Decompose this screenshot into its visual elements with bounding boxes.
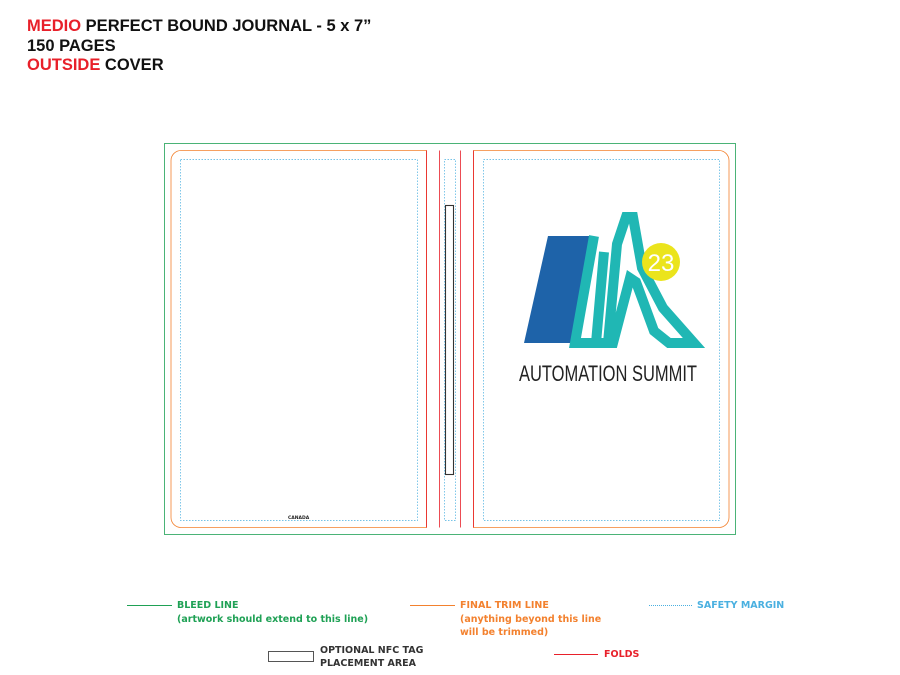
safety-legend-title: SAFETY MARGIN — [697, 600, 785, 611]
logo-title: AUTOMATION SUMMIT — [519, 361, 697, 386]
folds-legend-title: FOLDS — [604, 649, 640, 660]
spec-title: MEDIO PERFECT BOUND JOURNAL - 5 x 7” — [27, 17, 371, 36]
nfc-legend-line-2: PLACEMENT AREA — [320, 658, 417, 669]
safety-margin-front — [483, 159, 720, 521]
cover-side: OUTSIDE COVER — [27, 56, 164, 75]
product-name: PERFECT BOUND JOURNAL - 5 x 7” — [81, 17, 372, 35]
cover-side-rest: COVER — [100, 56, 164, 74]
page-count: 150 PAGES — [27, 37, 116, 55]
trim-legend-note-2: will be trimmed) — [460, 627, 549, 638]
bleed-legend-title: BLEED LINE — [177, 600, 239, 611]
safety-margin-back — [180, 159, 418, 521]
logo-blue-bar — [524, 236, 590, 343]
nfc-swatch — [268, 651, 314, 662]
safety-swatch — [649, 605, 692, 606]
trim-legend-title: FINAL TRIM LINE — [460, 600, 549, 611]
nfc-placement-area — [444, 204, 455, 476]
size-name: MEDIO — [27, 17, 82, 35]
logo-teal-mountain — [569, 212, 706, 348]
trim-legend-note-1: (anything beyond this line — [460, 614, 602, 625]
trim-line-front — [473, 150, 730, 528]
bleed-legend-note: (artwork should extend to this line) — [177, 614, 369, 625]
bleed-swatch — [127, 605, 172, 606]
trim-line-back — [170, 150, 427, 528]
nfc-legend-line-1: OPTIONAL NFC TAG — [320, 645, 424, 656]
automation-summit-logo: 23 AUTOMATION SUMMIT — [519, 212, 706, 386]
folds-swatch — [554, 654, 598, 655]
trim-swatch — [410, 605, 455, 606]
logo-badge — [642, 243, 680, 281]
logo-badge-number: 23 — [648, 250, 675, 277]
cover-side-highlight: OUTSIDE — [27, 56, 101, 74]
bleed-line — [164, 143, 736, 535]
back-cover-label: CANADA — [288, 516, 310, 521]
